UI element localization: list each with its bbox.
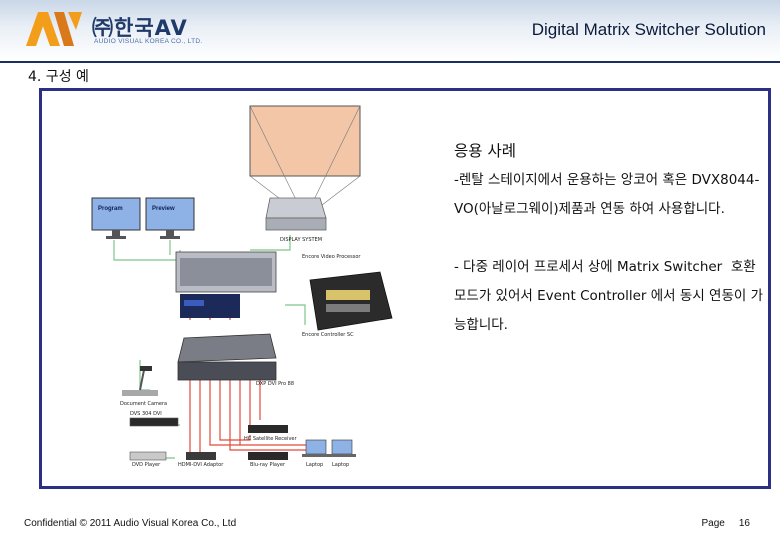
cable-red-5	[229, 380, 310, 451]
satellite-receiver-label: HC Satellite Receiver	[244, 436, 297, 442]
video-processor-icon	[175, 251, 277, 318]
program-monitor-icon	[91, 197, 141, 239]
laptop-label-1: Laptop	[306, 462, 323, 468]
content-para-2: - 다중 레이어 프로세서 상에 Matrix Switcher 호환모드가 있…	[454, 259, 763, 333]
header-bar: ㈜한국AV AUDIO VISUAL KOREA CO., LTD. Digit…	[0, 0, 780, 60]
section-title: 4. 구성 예	[28, 69, 89, 85]
program-label: Program	[98, 206, 123, 212]
dvs-label: DVS 304 DVI	[130, 411, 162, 417]
bluray-player-icon	[248, 452, 288, 460]
video-processor-label: Encore Video Processor	[302, 254, 361, 260]
page-number: 16	[738, 518, 750, 529]
paragraph-gap	[454, 224, 764, 253]
satellite-receiver-icon	[248, 425, 288, 433]
cable-red-4	[219, 380, 251, 441]
hdmi-adaptor-icon	[186, 452, 216, 460]
hdmi-adaptor-label: HDMI-DVI Adaptor	[178, 462, 224, 468]
page-label: Page	[701, 518, 725, 529]
cable-controller	[285, 304, 306, 325]
header-rule	[0, 61, 780, 63]
company-logo[interactable]: ㈜한국AV AUDIO VISUAL KOREA CO., LTD.	[24, 10, 202, 50]
av-logo-mark-icon	[26, 12, 82, 46]
logo-text: ㈜한국AV	[92, 16, 188, 40]
content-para-1: -렌탈 스테이지에서 운용하는 앙코어 혹은 DVX8044-VO(아날로그웨이…	[454, 172, 760, 217]
footer-page: Page 16	[702, 518, 750, 529]
laptop-icon	[328, 439, 356, 457]
laptop-icon	[302, 439, 330, 457]
system-diagram: DISPLAY SYSTEM Program Preview Encore Vi…	[91, 105, 393, 468]
preview-label: Preview	[152, 206, 175, 212]
projector-icon	[265, 197, 327, 231]
document-camera-label: Document Camera	[120, 401, 167, 407]
matrix-label: DXP DVI Pro 88	[256, 381, 294, 387]
dvd-player-icon	[129, 451, 167, 461]
bluray-player-label: Blu-ray Player	[250, 462, 286, 468]
footer-confidential: Confidential © 2011 Audio Visual Korea C…	[24, 518, 237, 529]
header-title: Digital Matrix Switcher Solution	[531, 20, 766, 39]
document-camera-icon	[122, 366, 158, 396]
dvs-scaler-icon	[129, 417, 179, 427]
dvd-player-label: DVD Player	[132, 462, 161, 468]
controller-icon	[309, 271, 393, 331]
encore-controller-label: Encore Controller SC	[302, 332, 354, 338]
content-heading: 응용 사례	[454, 142, 516, 160]
preview-monitor-icon	[145, 197, 195, 239]
content-frame	[39, 88, 771, 489]
laptop-label-2: Laptop	[332, 462, 349, 468]
display-system-label: DISPLAY SYSTEM	[280, 237, 322, 243]
cable-red-3	[209, 380, 240, 446]
matrix-switcher-icon	[177, 333, 277, 381]
logo-subtext: AUDIO VISUAL KOREA CO., LTD.	[94, 38, 203, 45]
cable-processor-display	[250, 235, 291, 251]
description-block: 응용 사례 -렌탈 스테이지에서 운용하는 앙코어 혹은 DVX8044-VO(…	[454, 136, 764, 340]
